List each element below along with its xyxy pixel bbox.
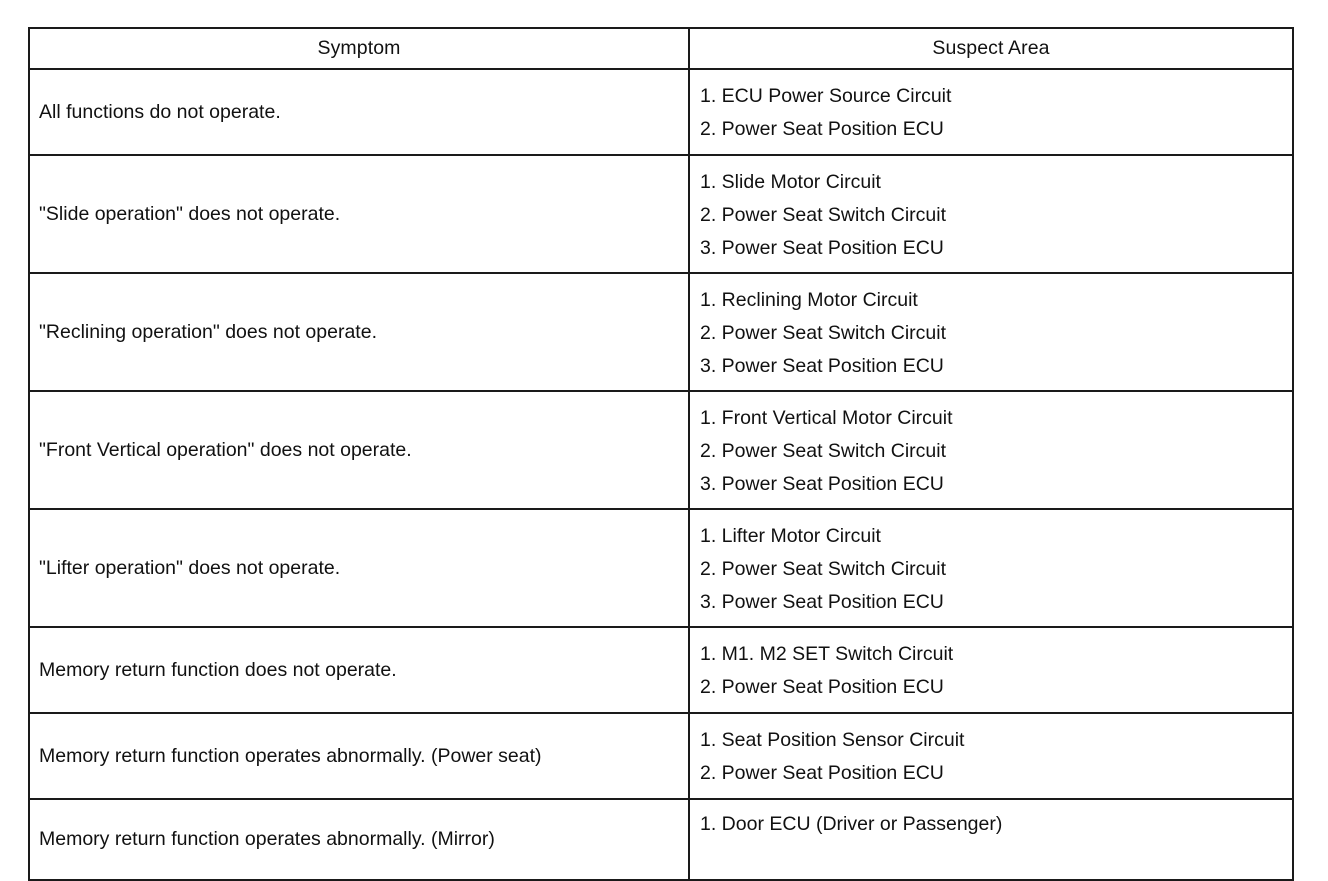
symptom-cell: Memory return function does not operate. <box>28 626 690 714</box>
symptom-cell: Memory return function operates abnormal… <box>28 712 690 800</box>
table-row: All functions do not operate. 1. ECU Pow… <box>28 68 1294 156</box>
table-row: "Front Vertical operation" does not oper… <box>28 390 1294 510</box>
suspect-area-cell: 1. Slide Motor Circuit 2. Power Seat Swi… <box>688 154 1294 274</box>
suspect-area-item: 1. Seat Position Sensor Circuit <box>700 729 965 751</box>
symptom-cell: All functions do not operate. <box>28 68 690 156</box>
suspect-area-item: 2. Power Seat Switch Circuit <box>700 440 947 462</box>
table-row: "Reclining operation" does not operate. … <box>28 272 1294 392</box>
suspect-area-item: 3. Power Seat Position ECU <box>700 355 944 377</box>
suspect-area-item: 2. Power Seat Position ECU <box>700 676 944 698</box>
table-row: Memory return function operates abnormal… <box>28 712 1294 800</box>
suspect-area-item: 2. Power Seat Switch Circuit <box>700 204 947 226</box>
suspect-area-cell: 1. Door ECU (Driver or Passenger) <box>688 798 1294 881</box>
symptom-cell: "Slide operation" does not operate. <box>28 154 690 274</box>
table-row: Memory return function operates abnormal… <box>28 798 1294 881</box>
suspect-area-item: 1. Door ECU (Driver or Passenger) <box>700 813 1003 835</box>
troubleshooting-sheet: Symptom Suspect Area All functions do no… <box>28 27 1294 881</box>
symptom-cell: Memory return function operates abnormal… <box>28 798 690 881</box>
suspect-area-cell: 1. Seat Position Sensor Circuit 2. Power… <box>688 712 1294 800</box>
suspect-area-item: 2. Power Seat Position ECU <box>700 762 944 784</box>
symptom-cell: "Front Vertical operation" does not oper… <box>28 390 690 510</box>
symptom-column-header: Symptom <box>28 27 690 70</box>
suspect-area-item: 3. Power Seat Position ECU <box>700 473 944 495</box>
problem-symptoms-table: Symptom Suspect Area All functions do no… <box>28 27 1294 881</box>
suspect-area-item: 3. Power Seat Position ECU <box>700 591 944 613</box>
suspect-area-item: 2. Power Seat Switch Circuit <box>700 558 947 580</box>
suspect-area-item: 1. Lifter Motor Circuit <box>700 525 881 547</box>
suspect-area-cell: 1. Lifter Motor Circuit 2. Power Seat Sw… <box>688 508 1294 628</box>
table-header-row: Symptom Suspect Area <box>28 27 1294 70</box>
suspect-area-item: 1. M1. M2 SET Switch Circuit <box>700 643 954 665</box>
table-row: "Slide operation" does not operate. 1. S… <box>28 154 1294 274</box>
suspect-area-item: 1. Slide Motor Circuit <box>700 171 881 193</box>
suspect-area-cell: 1. M1. M2 SET Switch Circuit 2. Power Se… <box>688 626 1294 714</box>
suspect-area-cell: 1. Front Vertical Motor Circuit 2. Power… <box>688 390 1294 510</box>
suspect-area-item: 1. Reclining Motor Circuit <box>700 289 918 311</box>
suspect-area-item: 2. Power Seat Switch Circuit <box>700 322 947 344</box>
table-row: Memory return function does not operate.… <box>28 626 1294 714</box>
suspect-area-cell: 1. Reclining Motor Circuit 2. Power Seat… <box>688 272 1294 392</box>
suspect-area-item: 1. Front Vertical Motor Circuit <box>700 407 953 429</box>
suspect-area-item: 3. Power Seat Position ECU <box>700 237 944 259</box>
suspect-area-column-header: Suspect Area <box>688 27 1294 70</box>
suspect-area-item: 2. Power Seat Position ECU <box>700 118 944 140</box>
symptom-cell: "Lifter operation" does not operate. <box>28 508 690 628</box>
suspect-area-cell: 1. ECU Power Source Circuit 2. Power Sea… <box>688 68 1294 156</box>
table-row: "Lifter operation" does not operate. 1. … <box>28 508 1294 628</box>
suspect-area-item: 1. ECU Power Source Circuit <box>700 85 952 107</box>
symptom-cell: "Reclining operation" does not operate. <box>28 272 690 392</box>
